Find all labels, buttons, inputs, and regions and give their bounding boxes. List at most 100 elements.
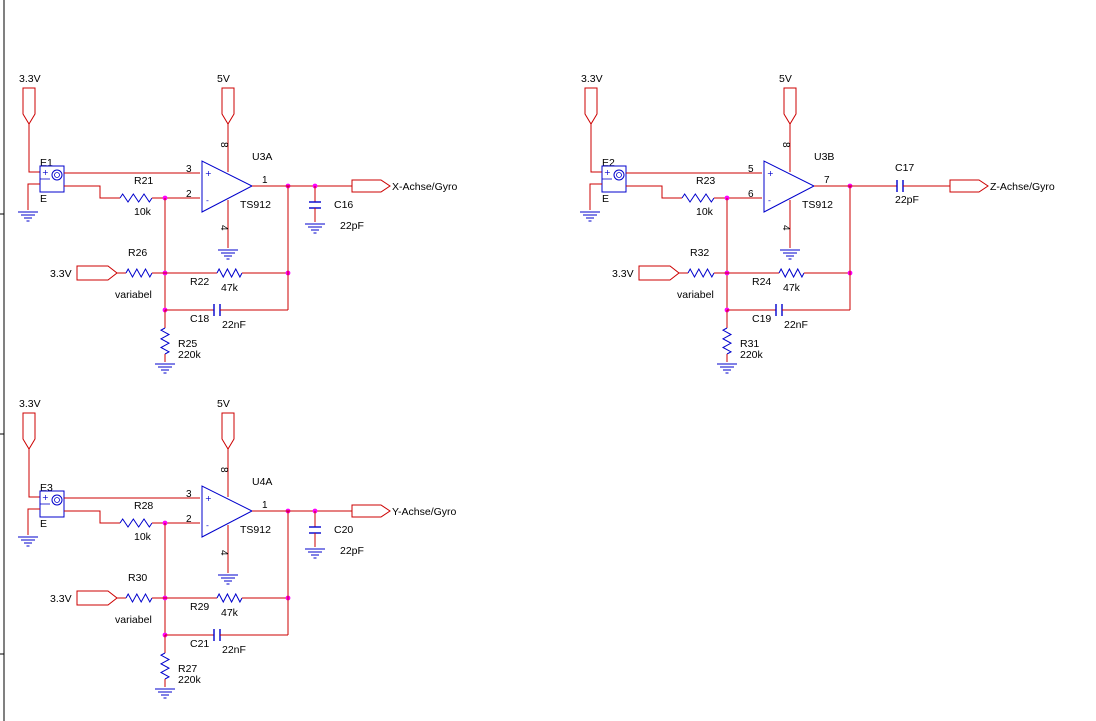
circuit-block-y: 3.3VE3+E3R2810k2+-U4ATS9125V841C2022pFY-…: [18, 398, 457, 699]
opamp-x: +-: [201, 160, 254, 213]
ground-symbol: [18, 211, 38, 222]
c-out-value: 22pF: [895, 194, 919, 206]
r-fb-ref: R22: [190, 276, 209, 288]
circuit-block-z: 3.3VE2+E5R2310k6+-U3BTS9125V847C1722pFZ-…: [580, 73, 1055, 374]
c-fb-ref: C19: [752, 313, 771, 325]
input-resistor: [119, 193, 153, 203]
feedback-resistor: [216, 267, 243, 279]
output-port: [351, 504, 391, 518]
opamp-y: +-: [201, 485, 254, 538]
offset-supply-flag: [638, 265, 680, 281]
wire: [28, 449, 40, 498]
wire: [64, 510, 120, 524]
power-flag: [22, 412, 36, 450]
output-label: Y-Achse/Gyro: [392, 506, 457, 518]
output-port: [949, 179, 989, 193]
ground-symbol: [18, 536, 38, 547]
offset-supply-flag: [76, 265, 118, 281]
offset-resistor: [125, 267, 153, 279]
output-port: [351, 179, 391, 193]
opamp-part: TS912: [240, 199, 271, 211]
opamp-ref: U4A: [252, 476, 272, 488]
opamp-plus-pin-num: 5: [748, 164, 754, 175]
r-in-ref: R23: [696, 175, 715, 187]
offset-supply-flag: [76, 590, 118, 606]
gyro-sensor: [39, 490, 65, 518]
sensor-plus-mark: +: [42, 493, 49, 502]
opamp-out-pin-num: 1: [262, 175, 268, 186]
r-in-ref: R28: [134, 500, 153, 512]
r-fb-ref: R24: [752, 276, 771, 288]
input-resistor: [681, 193, 715, 203]
opamp-part: TS912: [802, 199, 833, 211]
ground-symbol: [155, 688, 175, 699]
output-capacitor: [309, 201, 321, 209]
c-out-ref: C20: [334, 524, 353, 536]
r-off-ref: R30: [128, 572, 147, 584]
wire: [27, 183, 40, 210]
r-off-value: variabel: [115, 289, 152, 301]
ground-symbol: [580, 211, 600, 222]
r-gnd-ref: R31: [740, 338, 759, 350]
ground-symbol: [780, 249, 800, 260]
power-flag: [783, 87, 797, 125]
r-in-value: 10k: [696, 206, 714, 218]
circuit-block-x: 3.3VE1+E3R2110k2+-U3ATS9125V841C1622pFX-…: [18, 73, 458, 374]
opamp-minus-mark: -: [206, 521, 209, 530]
r-gnd-value: 220k: [178, 349, 202, 361]
c-out-ref: C16: [334, 199, 353, 211]
feedback-capacitor: [213, 629, 221, 641]
r-gnd-ref: R27: [178, 663, 197, 675]
opamp-gnd-pin-num: 4: [780, 225, 791, 231]
opamp-out-pin-num: 1: [262, 500, 268, 511]
opamp-plus-pin-num: 3: [186, 164, 192, 175]
r-fb-value: 47k: [221, 282, 239, 294]
opamp-body: [763, 160, 816, 213]
opamp-gnd-pin-num: 4: [218, 225, 229, 231]
c-fb-ref: C18: [190, 313, 209, 325]
r-off-value: variabel: [115, 614, 152, 626]
offset-supply-label: 3.3V: [612, 268, 634, 280]
power-flag: [221, 412, 235, 450]
output-label: Z-Achse/Gyro: [990, 181, 1055, 193]
opamp-vcc-pin-num: 8: [218, 142, 229, 148]
c-out-value: 22pF: [340, 545, 364, 557]
wire: [590, 124, 602, 173]
r-in-value: 10k: [134, 206, 152, 218]
ground-resistor: [159, 652, 171, 680]
power-flag: [22, 87, 36, 125]
r-fb-value: 47k: [221, 607, 239, 619]
ground-symbol: [155, 363, 175, 374]
ground-symbol: [218, 574, 238, 585]
sensor-e-mark: E: [40, 518, 47, 530]
wire: [64, 185, 120, 199]
c-out-value: 22pF: [340, 220, 364, 232]
opamp-plus-mark: +: [205, 494, 212, 503]
opamp-plus-mark: +: [205, 169, 212, 178]
c-fb-value: 22nF: [222, 644, 246, 656]
opamp-plus-pin-num: 3: [186, 489, 192, 500]
c-fb-value: 22nF: [222, 319, 246, 331]
opamp-ref: U3A: [252, 151, 272, 163]
ground-symbol: [717, 363, 737, 374]
r-off-value: variabel: [677, 289, 714, 301]
feedback-capacitor: [775, 304, 783, 316]
sensor-supply-label: 3.3V: [19, 73, 41, 85]
offset-resistor: [125, 592, 153, 604]
opamp-supply-label: 5V: [217, 398, 230, 410]
sensor-supply-label: 3.3V: [581, 73, 603, 85]
opamp-minus-mark: -: [768, 196, 771, 205]
wire: [28, 124, 40, 173]
opamp-plus-mark: +: [767, 169, 774, 178]
opamp-part: TS912: [240, 524, 271, 536]
output-label: X-Achse/Gyro: [392, 181, 458, 193]
r-gnd-value: 220k: [740, 349, 764, 361]
r-gnd-ref: R25: [178, 338, 197, 350]
opamp-ref: U3B: [814, 151, 834, 163]
gyro-sensor: [601, 165, 627, 193]
opamp-out-pin-num: 7: [824, 175, 830, 186]
r-fb-value: 47k: [783, 282, 801, 294]
sensor-plus-mark: +: [604, 168, 611, 177]
output-capacitor: [309, 526, 321, 534]
